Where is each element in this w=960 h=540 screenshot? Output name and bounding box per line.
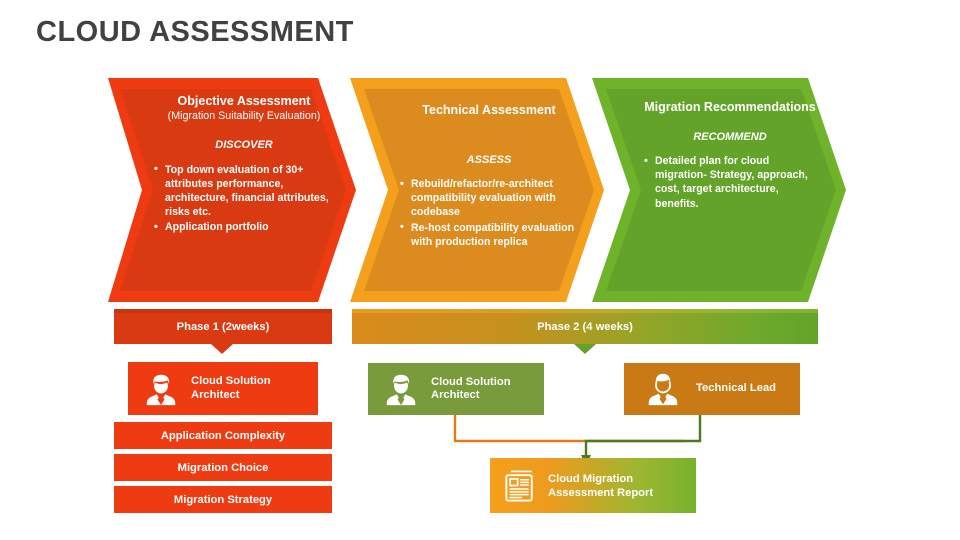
phase-2-arrow-icon (574, 344, 596, 354)
role-box-cloud-solution-architect-phase2[interactable]: Cloud Solution Architect (368, 363, 544, 415)
chevron-3-verb: RECOMMEND (693, 131, 767, 143)
chevron-objective-assessment[interactable]: Objective Assessment (Migration Suitabil… (108, 78, 356, 302)
chevron-1-bullet: Application portfolio (154, 220, 334, 234)
person-architect-icon (382, 370, 420, 408)
chevron-3-bullet: Detailed plan for cloud migration- Strat… (644, 154, 816, 211)
phase-1-bar-cap (114, 309, 332, 313)
chevron-technical-assessment[interactable]: Technical Assessment ASSESS Rebuild/refa… (350, 78, 604, 302)
phase-1-item-application-complexity[interactable]: Application Complexity (114, 422, 332, 449)
phase-2-bar[interactable]: Phase 2 (4 weeks) (352, 309, 818, 344)
phase-2-bar-cap (352, 309, 818, 313)
role-label: Technical Lead (696, 382, 776, 395)
phase-1-label: Phase 1 (2weeks) (176, 320, 270, 333)
phase-1-bar[interactable]: Phase 1 (2weeks) (114, 309, 332, 344)
phase-1-item-migration-strategy[interactable]: Migration Strategy (114, 486, 332, 513)
chevron-2-bullet: Rebuild/refactor/re-architect compatibil… (400, 177, 578, 220)
chevron-2-heading: Technical Assessment (422, 103, 556, 117)
role-label: Cloud Solution Architect (191, 375, 271, 401)
phase-2-label: Phase 2 (4 weeks) (537, 320, 633, 333)
report-box-cloud-migration-assessment[interactable]: Cloud Migration Assessment Report (490, 458, 696, 513)
person-architect-icon (142, 370, 180, 408)
chevron-1-subheading: (Migration Suitability Evaluation) (167, 110, 321, 122)
sub-bar-label: Migration Choice (177, 461, 269, 474)
role-box-cloud-solution-architect-phase1[interactable]: Cloud Solution Architect (128, 362, 318, 415)
chevron-2-bullet: Re-host compatibility evaluation with pr… (400, 220, 578, 249)
phase-1-item-migration-choice[interactable]: Migration Choice (114, 454, 332, 481)
sub-bar-label: Migration Strategy (173, 493, 273, 506)
chevron-1-heading: Objective Assessment (177, 94, 311, 108)
chevron-1-verb: DISCOVER (215, 138, 273, 151)
report-label: Cloud Migration Assessment Report (548, 472, 654, 499)
chevron-2-verb: ASSESS (466, 154, 512, 166)
role-box-technical-lead[interactable]: Technical Lead (624, 363, 800, 415)
report-document-icon (504, 469, 536, 503)
person-lead-icon (644, 370, 682, 408)
chevron-migration-recommendations[interactable]: Migration Recommendations RECOMMEND Deta… (592, 78, 846, 302)
sub-bar-label: Application Complexity (160, 429, 286, 442)
page-title: CLOUD ASSESSMENT (36, 16, 354, 48)
role-label: Cloud Solution Architect (431, 375, 511, 402)
chevron-1-bullet: Top down evaluation of 30+ attributes pe… (154, 162, 334, 220)
chevron-3-heading: Migration Recommendations (644, 100, 816, 114)
phase-1-arrow-icon (211, 344, 233, 354)
